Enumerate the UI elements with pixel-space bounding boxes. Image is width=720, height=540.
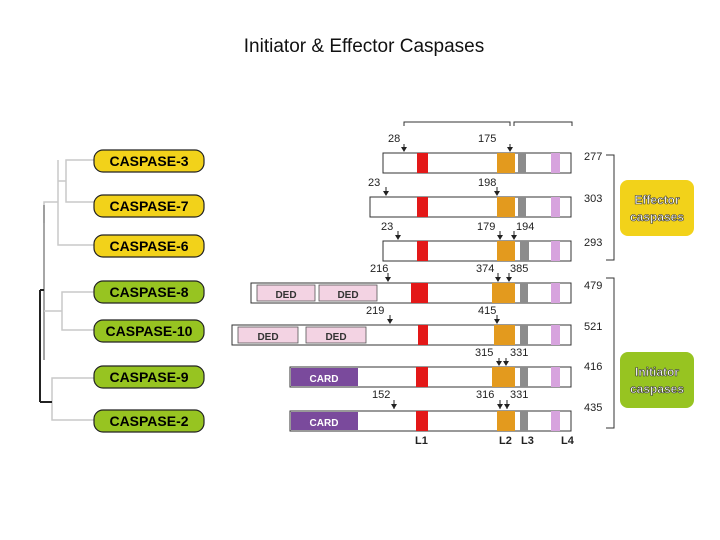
- ded-domain-label: DED: [275, 290, 296, 301]
- length-label: 521: [584, 321, 602, 333]
- caspase-2-label: CASPASE-2: [109, 413, 188, 429]
- cleavage-site-label: 194: [516, 221, 534, 233]
- cleavage-site-label: 315: [475, 347, 493, 359]
- ded-domain-label: DED: [325, 332, 346, 343]
- caspase-8-label: CASPASE-8: [109, 284, 188, 300]
- length-label: 277: [584, 151, 602, 163]
- cleavage-site-label: 331: [510, 389, 528, 401]
- caspase-3-bar: [382, 152, 572, 174]
- loop-l1-label: L1: [415, 435, 428, 447]
- ded-domain-label: DED: [337, 290, 358, 301]
- card-domain-label: CARD: [310, 418, 339, 429]
- cleavage-site-label: 316: [476, 389, 494, 401]
- group-brackets: [606, 154, 615, 429]
- cleavage-site-label: 374: [476, 263, 494, 275]
- caspase-labels: CASPASE-3 CASPASE-7 CASPASE-6 CASPASE-8 …: [93, 149, 205, 433]
- loop-l3-label: L3: [521, 435, 534, 447]
- effector-label-line2: caspases: [630, 210, 684, 224]
- cleavage-site-label: 152: [372, 389, 390, 401]
- length-label: 303: [584, 193, 602, 205]
- phylogenetic-tree: [39, 159, 94, 421]
- cleavage-site-label: 28: [388, 133, 400, 145]
- effector-label-line1: Effector: [634, 193, 680, 207]
- initiator-label-line2: caspases: [630, 382, 684, 396]
- effector-caspases-label: Effector caspases: [620, 180, 694, 236]
- cleavage-site-label: 23: [381, 221, 393, 233]
- length-label: 416: [584, 361, 602, 373]
- caspase-2-bar: [289, 410, 572, 432]
- caspase-7-bar: [369, 196, 572, 218]
- length-label: 479: [584, 280, 602, 292]
- loop-l4-label: L4: [561, 435, 575, 447]
- length-label: 435: [584, 402, 602, 414]
- cleavage-site-label: 415: [478, 305, 496, 317]
- loop-l2-label: L2: [499, 435, 512, 447]
- card-domain-label: CARD: [310, 374, 339, 385]
- caspase-9-bar: [289, 366, 572, 388]
- caspase-7-label: CASPASE-7: [109, 198, 188, 214]
- cleavage-site-label: 219: [366, 305, 384, 317]
- cleavage-site-label: 23: [368, 177, 380, 189]
- caspase-10-bar: [231, 324, 572, 346]
- cleavage-site-label: 216: [370, 263, 388, 275]
- caspase-3-label: CASPASE-3: [109, 153, 188, 169]
- cleavage-site-label: 179: [477, 221, 495, 233]
- caspase-6-bar: [382, 240, 572, 262]
- caspase-10-label: CASPASE-10: [106, 323, 193, 339]
- cleavage-site-label: 331: [510, 347, 528, 359]
- ded-domain-label: DED: [257, 332, 278, 343]
- cleavage-site-label: 385: [510, 263, 528, 275]
- initiator-caspases-label: Initiator caspases: [620, 352, 694, 408]
- caspase-9-label: CASPASE-9: [109, 369, 188, 385]
- initiator-label-line1: Initiator: [635, 365, 679, 379]
- caspase-6-label: CASPASE-6: [109, 238, 188, 254]
- cleavage-site-label: 175: [478, 133, 496, 145]
- length-label: 293: [584, 237, 602, 249]
- caspase-8-bar: [250, 282, 572, 304]
- page-title: Initiator & Effector Caspases: [243, 36, 485, 57]
- cleavage-site-label: 198: [478, 177, 496, 189]
- top-brackets: [403, 121, 573, 126]
